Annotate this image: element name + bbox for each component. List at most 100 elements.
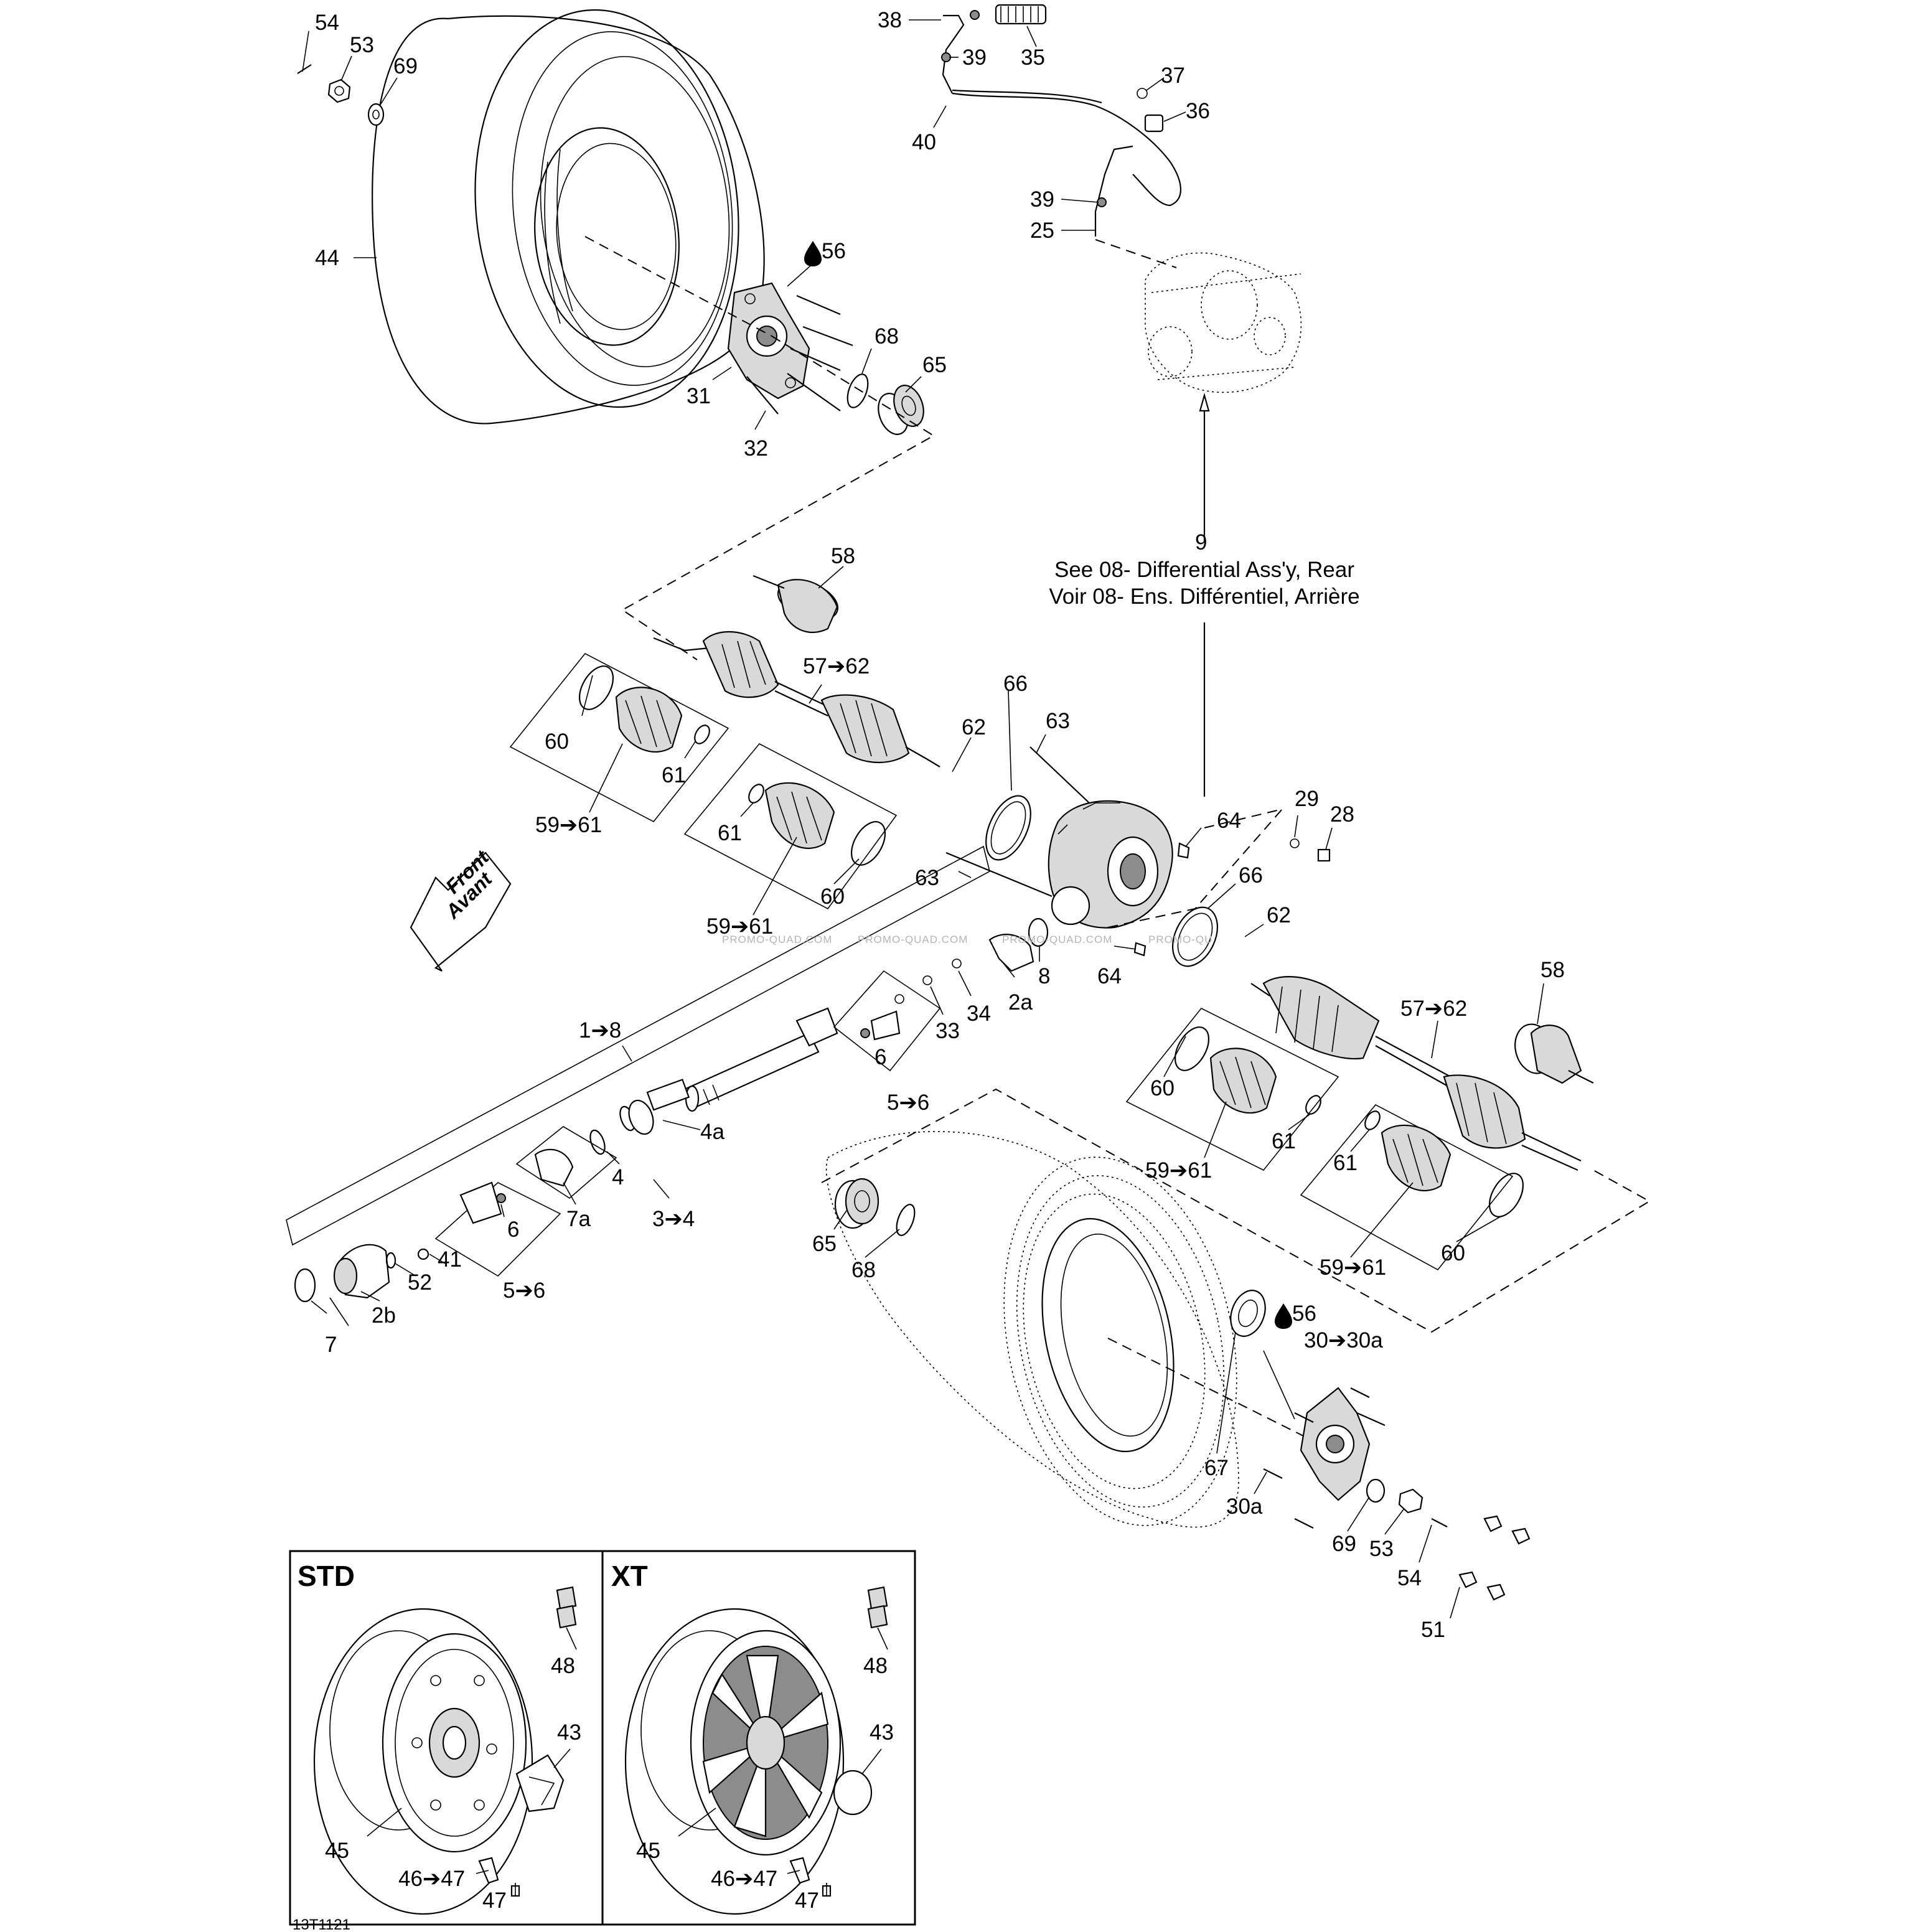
callout-39-lower: 39 (1030, 187, 1054, 212)
callout-66-lower: 66 (1239, 863, 1263, 888)
callout-29: 29 (1295, 787, 1319, 811)
callout-62-upper: 62 (962, 715, 986, 739)
drive-shaft-upper (653, 631, 940, 767)
weight-xt (867, 1586, 888, 1629)
reference-number: 9 (1195, 530, 1207, 555)
callout-8: 8 (1038, 964, 1050, 988)
callout-54-upper: 54 (315, 11, 339, 35)
front-direction-arrow: Front Avant (410, 845, 512, 972)
callout-60-a: 60 (545, 729, 569, 754)
callout-43-std: 43 (557, 1720, 581, 1745)
callout-36: 36 (1186, 99, 1210, 123)
callout-7a: 7a (566, 1207, 591, 1231)
kit-box-lower-right (1300, 1104, 1524, 1271)
wheel-bearing-upper (878, 385, 924, 435)
callout-2b: 2b (372, 1303, 396, 1328)
callout-45-xt: 45 (636, 1839, 660, 1863)
callout-64-lower: 64 (1097, 964, 1122, 988)
axis-line-upper (584, 236, 772, 337)
wheel-xt (624, 1608, 845, 1915)
callout-34: 34 (967, 1001, 991, 1026)
callout-6-lower: 6 (507, 1217, 519, 1242)
phantom-outline-upper (621, 335, 935, 660)
callout-30-30a: 30➔30a (1304, 1328, 1383, 1353)
reference-note-en: See 08- Differential Ass'y, Rear (1054, 558, 1354, 582)
callout-53-upper: 53 (350, 33, 374, 57)
callout-30a: 30a (1226, 1494, 1263, 1519)
callout-60-d: 60 (1441, 1241, 1465, 1265)
bolts-upper-hub (746, 294, 853, 415)
callout-35: 35 (1021, 45, 1045, 70)
yoke-2b (294, 1244, 429, 1303)
callout-43-xt: 43 (870, 1720, 894, 1745)
callout-28: 28 (1330, 802, 1354, 827)
leader-lines (302, 19, 1544, 1895)
callout-59-61-d: 59➔61 (1320, 1255, 1386, 1280)
callout-33: 33 (936, 1019, 960, 1043)
differential-outline (1107, 808, 1284, 928)
watermark-3: PROMO-QUAD.COM (1002, 934, 1112, 945)
callout-labels: 54 53 69 44 31 32 56 68 65 38 39 35 37 3… (293, 8, 1565, 1932)
retaining-ring-upper (846, 373, 869, 408)
callout-3-4: 3➔4 (652, 1207, 695, 1231)
callout-62-lower: 62 (1267, 903, 1291, 927)
callout-60-c: 60 (1150, 1076, 1175, 1100)
callout-68-lower: 68 (851, 1258, 876, 1282)
tire-lower (825, 1131, 1239, 1528)
hub-cap-xt (833, 1770, 873, 1816)
kit-box-upper-right (683, 743, 898, 910)
brake-line-axis (1095, 239, 1177, 268)
seal-lower (1230, 1290, 1266, 1337)
callout-56-lower: 56 (1292, 1301, 1316, 1326)
weight-std (556, 1586, 577, 1629)
callout-63-upper: 63 (1046, 709, 1070, 733)
cv-boot-lower (1514, 1023, 1594, 1084)
yoke-7a (515, 1126, 617, 1199)
callout-4: 4 (612, 1165, 624, 1189)
grease-drop-icon-upper (804, 241, 822, 266)
callout-58-lower: 58 (1540, 958, 1565, 982)
callout-59-61-a: 59➔61 (535, 813, 602, 837)
washer-upper (367, 103, 385, 126)
callout-46-47-xt: 46➔47 (711, 1867, 777, 1891)
inset-frame: STD XT (289, 1550, 916, 1926)
callout-25: 25 (1030, 218, 1054, 243)
callout-7: 7 (325, 1333, 337, 1357)
hardware-lower (1366, 1478, 1531, 1601)
callout-38: 38 (878, 8, 902, 32)
callout-58-upper: 58 (831, 544, 855, 568)
grease-drop-icon-lower (1275, 1303, 1292, 1329)
callout-57-62-upper: 57➔62 (803, 654, 870, 678)
callout-61-a: 61 (662, 763, 686, 787)
drive-shaft-lower (1250, 976, 1582, 1171)
cv-boot-upper (753, 574, 839, 634)
cotter-pin-upper (297, 64, 312, 74)
callout-63-lower: 63 (915, 866, 939, 890)
callout-59-61-c: 59➔61 (1145, 1158, 1212, 1183)
callout-61-c: 61 (1272, 1129, 1296, 1153)
callout-46-47-std: 46➔47 (398, 1867, 465, 1891)
callout-2a: 2a (1008, 990, 1033, 1015)
reference-note-fr: Voir 08- Ens. Différentiel, Arrière (1049, 584, 1359, 609)
differential-housing (945, 746, 1331, 967)
callout-44: 44 (315, 246, 339, 270)
callout-61-d: 61 (1333, 1151, 1358, 1175)
callout-48-xt: 48 (863, 1654, 888, 1678)
callout-54-lower: 54 (1397, 1566, 1422, 1590)
callout-5-6-lower: 5➔6 (503, 1278, 545, 1303)
callout-69-upper: 69 (393, 54, 418, 78)
brake-hose-assembly (941, 4, 1181, 237)
callout-65-upper: 65 (922, 353, 947, 377)
watermark-4: PROMO-QU (1148, 934, 1212, 945)
drawing-number: 13T1121 (293, 1916, 350, 1932)
phantom-outline-lower (821, 1088, 1651, 1333)
nut-upper (327, 78, 351, 103)
callout-64-upper: 64 (1217, 809, 1241, 833)
callout-60-b: 60 (820, 884, 845, 909)
callout-53-lower: 53 (1369, 1537, 1394, 1561)
callout-45-std: 45 (325, 1839, 349, 1863)
callout-1-8: 1➔8 (579, 1018, 621, 1043)
wheel-std (313, 1608, 533, 1915)
callout-4a: 4a (700, 1120, 724, 1144)
